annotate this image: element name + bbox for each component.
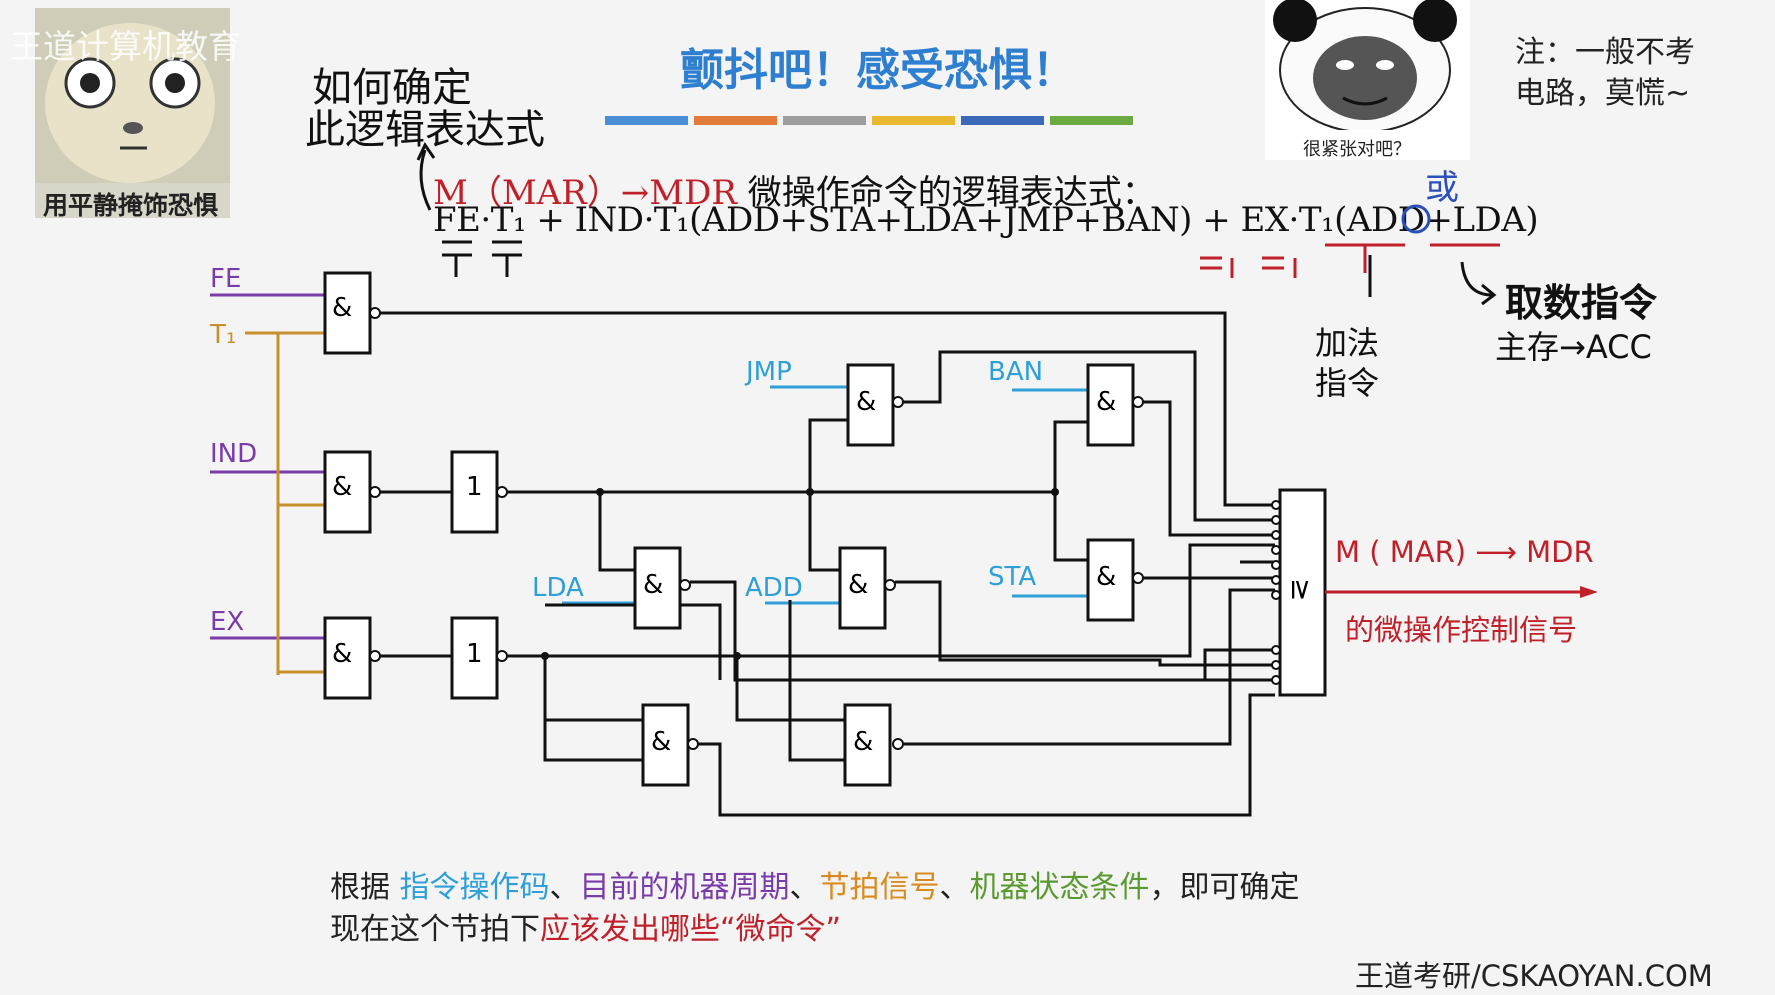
bt-cycle: 目前的机器周期 xyxy=(579,870,790,905)
svg-text:&: & xyxy=(332,472,352,502)
and-gate-fe: & xyxy=(323,271,381,355)
opcode-lda-label: LDA xyxy=(532,573,584,603)
bt-l2-a: 现在这个节拍下 xyxy=(330,912,540,947)
bottom-text-line-1: 根据 指令操作码、目前的机器周期、节拍信号、机器状态条件，即可确定 xyxy=(330,862,1300,906)
bt-l2-b: 应该发出哪些“微命令” xyxy=(540,912,842,947)
svg-text:&: & xyxy=(848,570,868,600)
input-t1-label: T₁ xyxy=(209,320,236,350)
bar-6 xyxy=(1050,116,1133,125)
svg-text:&: & xyxy=(1096,562,1116,592)
meme-left-caption: 用平静掩饰恐惧 xyxy=(43,191,219,220)
bar-5 xyxy=(961,116,1044,125)
output-label-2: 的微操作控制信号 xyxy=(1345,613,1577,647)
and-gate-jmp: & xyxy=(846,363,904,447)
and-gate-ex: & xyxy=(323,616,381,700)
bar-2 xyxy=(694,116,777,125)
panda-face-icon xyxy=(1273,0,1457,133)
svg-text:&: & xyxy=(332,639,352,669)
meme-right-caption: 很紧张对吧？ xyxy=(1303,139,1411,160)
bar-4 xyxy=(872,116,955,125)
svg-text:1: 1 xyxy=(466,639,483,669)
and-gate-sta: & xyxy=(1086,538,1144,622)
and-gate-ban: & xyxy=(1086,363,1144,447)
and-gate-lda: & xyxy=(633,546,691,630)
note: 注：一般不考 电路，莫慌~ xyxy=(1515,32,1695,114)
question-arrow xyxy=(419,149,432,211)
bt-l1-g: 、 xyxy=(939,870,970,905)
expression-heading: M（MAR）→MDR 微操作命令的逻辑表达式： xyxy=(433,165,1156,214)
bt-l1-a: 根据 xyxy=(330,870,400,905)
note-line-1: 注：一般不考 xyxy=(1515,35,1695,70)
title-color-bars xyxy=(605,116,1133,125)
bt-l1-i: ，即可确定 xyxy=(1149,870,1300,905)
mark-t1 xyxy=(492,240,522,277)
or-gate: ≥ xyxy=(1271,488,1327,697)
opcode-ban-label: BAN xyxy=(988,357,1043,387)
bt-l1-c: 、 xyxy=(549,870,580,905)
svg-text:&: & xyxy=(1096,387,1116,417)
handwritten-add-2: 指令 xyxy=(1315,364,1380,402)
output-arrow-icon xyxy=(1580,586,1598,598)
watermark: 王道计算机教育 xyxy=(10,27,241,66)
opcode-jmp-label: JMP xyxy=(744,357,792,387)
bar-1 xyxy=(605,116,688,125)
mark-ex xyxy=(1200,256,1234,278)
bt-state: 机器状态条件 xyxy=(969,870,1150,905)
bar-3 xyxy=(783,116,866,125)
buffer-ex: 1 xyxy=(380,616,508,700)
buffer-ind: 1 xyxy=(380,450,508,534)
mark-add xyxy=(1325,243,1405,273)
input-ex-label: EX xyxy=(210,607,244,637)
svg-text:≥: ≥ xyxy=(1285,578,1318,601)
meme-left-image: 用平静掩饰恐惧 xyxy=(35,8,230,220)
handwritten-fetch: 取数指令 xyxy=(1505,281,1658,325)
svg-text:1: 1 xyxy=(466,472,483,502)
and-gate-ex-lda: & xyxy=(641,703,699,787)
or-circle xyxy=(1401,204,1431,234)
and-gate-add: & xyxy=(838,546,896,630)
and-gate-ex-add: & xyxy=(843,703,904,787)
handwritten-fetch-sub: 主存→ACC xyxy=(1495,328,1652,366)
fetch-arrow xyxy=(1460,261,1493,297)
handwritten-question-1: 如何确定 xyxy=(312,65,472,111)
svg-text:&: & xyxy=(332,293,352,323)
expression-heading-rest: 微操作命令的逻辑表达式： xyxy=(736,173,1156,213)
bt-l1-e: 、 xyxy=(789,870,820,905)
svg-text:&: & xyxy=(856,387,876,417)
expression-heading-red: M（MAR）→MDR xyxy=(433,173,737,213)
page-title: 颤抖吧！感受恐惧！ xyxy=(680,45,1076,96)
input-ind-label: IND xyxy=(210,439,257,469)
mark-t1-red xyxy=(1262,256,1297,278)
opcode-sta-label: STA xyxy=(988,562,1036,592)
fetch-arrow-head xyxy=(1481,283,1497,306)
meme-face-icon xyxy=(35,8,230,183)
input-fe-label: FE xyxy=(210,264,241,294)
handwritten-or: 或 xyxy=(1425,168,1459,208)
meme-right-image: 很紧张对吧？ xyxy=(1265,0,1470,160)
svg-text:&: & xyxy=(853,727,873,757)
bt-opcode: 指令操作码 xyxy=(399,870,550,905)
footer-brand: 王道考研/CSKAOYAN.COM xyxy=(1355,959,1713,993)
bottom-text-line-2: 现在这个节拍下应该发出哪些“微命令” xyxy=(330,904,841,948)
expression-formula: FE·T₁ + IND·T₁(ADD+STA+LDA+JMP+BAN) + EX… xyxy=(433,200,1539,240)
svg-text:&: & xyxy=(651,727,671,757)
mark-fe xyxy=(442,240,472,277)
note-line-2: 电路，莫慌~ xyxy=(1515,76,1691,111)
handwritten-add-1: 加法 xyxy=(1315,324,1380,362)
output-label-1: M ( MAR) ⟶ MDR xyxy=(1335,535,1594,569)
and-gate-ind: & xyxy=(323,450,381,534)
svg-text:&: & xyxy=(643,570,663,600)
question-arrow-head xyxy=(416,141,436,161)
wire-junctions xyxy=(541,488,1059,660)
bt-beat: 节拍信号 xyxy=(819,870,940,905)
t1-wire xyxy=(245,331,325,675)
opcode-add-label: ADD xyxy=(745,573,803,603)
